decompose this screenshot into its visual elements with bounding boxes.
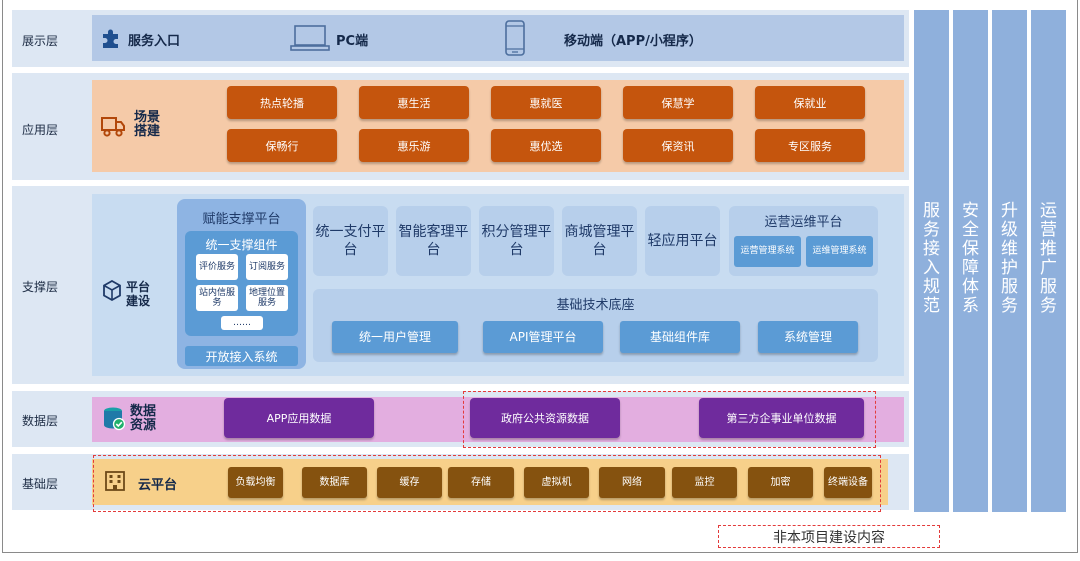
component-location-service[interactable]: 地理位置服务 bbox=[246, 285, 288, 311]
cloud-platform-title: 云平台 bbox=[138, 478, 178, 493]
pc-label: PC端 bbox=[336, 34, 369, 49]
base-tech-title: 基础技术底座 bbox=[556, 298, 635, 313]
mobile-icon bbox=[504, 20, 526, 60]
enabling-platform-title: 赋能支撑平台 bbox=[202, 212, 281, 227]
unified-components-title: 统一支撑组件 bbox=[205, 238, 278, 252]
layer-label-infrastructure: 基础层 bbox=[22, 477, 59, 491]
application-layer: 应用层 场景搭建 热点轮播 惠生活 惠就医 保慧学 保就业 保畅行 惠乐游 惠优… bbox=[12, 73, 909, 180]
data-layer: 数据层 数据资源 APP应用数据 政府公共资源数据 第三方企事业单位数据 bbox=[12, 391, 909, 447]
data-item-app-data[interactable]: APP应用数据 bbox=[224, 398, 374, 438]
platform-building-title: 平台建设 bbox=[126, 280, 151, 308]
data-resource-title: 数据资源 bbox=[130, 404, 157, 433]
ops-item-maintenance-management[interactable]: 运维管理系统 bbox=[806, 236, 873, 267]
database-check-icon bbox=[102, 406, 126, 436]
app-button-zone-service[interactable]: 专区服务 bbox=[755, 129, 865, 162]
pillar-access-standard[interactable]: 服务接入规范 bbox=[914, 10, 949, 512]
ops-platform-panel: 运营运维平台 运营管理系统 运维管理系统 bbox=[729, 206, 878, 276]
infrastructure-layer: 基础层 云平台 负载均衡 数据库 缓存 存储 虚拟机 网络 监控 加密 终端设备 bbox=[12, 454, 909, 510]
ops-platform-title: 运营运维平台 bbox=[764, 215, 843, 230]
app-button-bao-travel[interactable]: 保畅行 bbox=[227, 129, 337, 162]
platform-tile-smart-customer[interactable]: 智能客理平台 bbox=[396, 206, 471, 276]
app-button-bao-employment[interactable]: 保就业 bbox=[755, 86, 865, 119]
app-button-hui-medical[interactable]: 惠就医 bbox=[491, 86, 601, 119]
out-of-scope-box-infra bbox=[93, 455, 881, 512]
app-button-hot-carousel[interactable]: 热点轮播 bbox=[227, 86, 337, 119]
pillar-promotion-service[interactable]: 运营推广服务 bbox=[1031, 10, 1066, 512]
component-subscription-service[interactable]: 订阅服务 bbox=[246, 254, 288, 280]
out-of-scope-box-data bbox=[463, 391, 876, 448]
scene-building-title: 场景搭建 bbox=[134, 110, 161, 139]
component-more: …… bbox=[221, 316, 263, 330]
infra-item-cache[interactable]: 缓存 bbox=[377, 467, 442, 498]
app-button-hui-life[interactable]: 惠生活 bbox=[359, 86, 469, 119]
data-item-government-data[interactable]: 政府公共资源数据 bbox=[470, 398, 620, 438]
app-button-hui-tour[interactable]: 惠乐游 bbox=[359, 129, 469, 162]
platform-tile-light-app[interactable]: 轻应用平台 bbox=[645, 206, 720, 276]
service-entry-label: 服务入口 bbox=[128, 34, 181, 49]
laptop-icon bbox=[290, 24, 330, 56]
infra-item-vm[interactable]: 虚拟机 bbox=[524, 467, 589, 498]
platform-tile-points-management[interactable]: 积分管理平台 bbox=[479, 206, 554, 276]
platform-tile-mall-management[interactable]: 商城管理平台 bbox=[562, 206, 637, 276]
presentation-layer: 展示层 服务入口 PC端 移动端（APP/小程序） bbox=[12, 10, 909, 67]
cube-icon bbox=[102, 279, 122, 306]
puzzle-icon bbox=[100, 27, 122, 53]
base-item-system-management[interactable]: 系统管理 bbox=[758, 321, 858, 353]
support-layer: 支撑层 平台建设 赋能支撑平台 统一支撑组件 评价服务 订阅服务 站内信服务 地… bbox=[12, 186, 909, 384]
legend-not-in-scope: 非本项目建设内容 bbox=[718, 525, 940, 548]
infra-item-terminal-device[interactable]: 终端设备 bbox=[824, 467, 872, 498]
base-item-unified-user[interactable]: 统一用户管理 bbox=[332, 321, 458, 353]
base-tech-panel: 基础技术底座 统一用户管理 API管理平台 基础组件库 系统管理 bbox=[313, 289, 878, 362]
mobile-label: 移动端（APP/小程序） bbox=[564, 34, 702, 49]
component-evaluation-service[interactable]: 评价服务 bbox=[196, 254, 238, 280]
open-access-system[interactable]: 开放接入系统 bbox=[185, 346, 298, 366]
building-icon bbox=[104, 470, 126, 496]
unified-components-panel: 统一支撑组件 评价服务 订阅服务 站内信服务 地理位置服务 …… bbox=[185, 231, 298, 336]
infra-item-monitoring[interactable]: 监控 bbox=[672, 467, 737, 498]
infra-item-load-balancing[interactable]: 负载均衡 bbox=[228, 467, 283, 498]
base-item-component-library[interactable]: 基础组件库 bbox=[620, 321, 740, 353]
pillar-maintenance-service[interactable]: 升级维护服务 bbox=[992, 10, 1027, 512]
app-button-bao-news[interactable]: 保资讯 bbox=[623, 129, 733, 162]
enabling-platform-panel: 赋能支撑平台 统一支撑组件 评价服务 订阅服务 站内信服务 地理位置服务 …… … bbox=[177, 199, 306, 369]
truck-icon bbox=[100, 114, 126, 142]
base-item-api-management[interactable]: API管理平台 bbox=[483, 321, 603, 353]
ops-item-operation-management[interactable]: 运营管理系统 bbox=[734, 236, 801, 267]
infra-item-encryption[interactable]: 加密 bbox=[748, 467, 813, 498]
layer-label-application: 应用层 bbox=[22, 123, 59, 137]
layer-label-presentation: 展示层 bbox=[22, 34, 59, 48]
layer-label-support: 支撑层 bbox=[22, 280, 59, 294]
component-message-service[interactable]: 站内信服务 bbox=[196, 285, 238, 311]
pillar-security-system[interactable]: 安全保障体系 bbox=[953, 10, 988, 512]
infra-item-database[interactable]: 数据库 bbox=[302, 467, 367, 498]
layer-label-data: 数据层 bbox=[22, 414, 59, 428]
infra-item-network[interactable]: 网络 bbox=[599, 467, 665, 498]
app-button-hui-select[interactable]: 惠优选 bbox=[491, 129, 601, 162]
data-item-third-party-data[interactable]: 第三方企事业单位数据 bbox=[699, 398, 864, 438]
platform-tile-unified-payment[interactable]: 统一支付平台 bbox=[313, 206, 388, 276]
app-button-bao-education[interactable]: 保慧学 bbox=[623, 86, 733, 119]
presentation-band: 服务入口 PC端 移动端（APP/小程序） bbox=[92, 15, 904, 61]
infra-item-storage[interactable]: 存储 bbox=[448, 467, 514, 498]
